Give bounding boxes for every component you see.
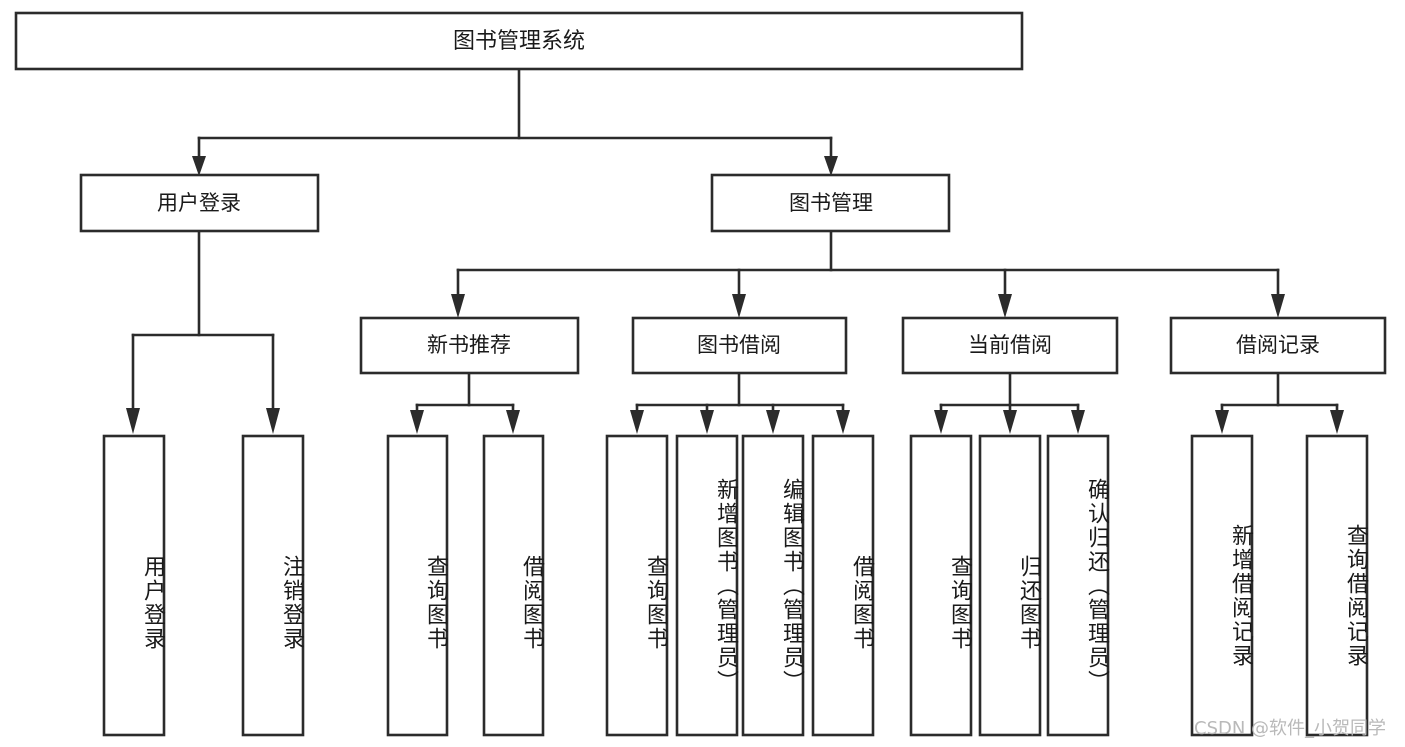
- arrowhead-leaf-return-book: [1003, 410, 1017, 434]
- node-user-login-label: 用户登录: [157, 191, 241, 215]
- arrowhead-leaf-user-login: [126, 408, 140, 434]
- node-new-book-recommend-box[interactable]: [359, 316, 580, 375]
- arrowhead-leaf-borrow-book-1: [506, 410, 520, 434]
- arrowhead-leaf-query-book-3: [934, 410, 948, 434]
- node-leaf-confirm-return-box[interactable]: [1046, 434, 1110, 737]
- node-leaf-add-record-box[interactable]: [1190, 434, 1254, 737]
- arrowhead-current-borrow: [998, 294, 1012, 318]
- node-root-box[interactable]: [14, 11, 1024, 71]
- node-user-login[interactable]: 用户登录: [79, 173, 320, 233]
- node-leaf-query-book-2-box[interactable]: [605, 434, 669, 737]
- node-new-book-recommend-label: 新书推荐: [427, 333, 511, 357]
- arrowhead-leaf-logout: [266, 408, 280, 434]
- connectors-group: [126, 67, 1344, 434]
- node-root[interactable]: 图书管理系统: [14, 11, 1024, 71]
- node-new-book-recommend[interactable]: 新书推荐: [359, 316, 580, 375]
- node-leaf-edit-book-box[interactable]: [741, 434, 805, 737]
- node-borrow-record-label: 借阅记录: [1236, 333, 1320, 357]
- node-book-manage-box[interactable]: [710, 173, 951, 233]
- node-leaf-return-book-box[interactable]: [978, 434, 1042, 737]
- arrowhead-borrow-record: [1271, 294, 1285, 318]
- node-leaf-query-record-box[interactable]: [1305, 434, 1369, 737]
- arrowhead-user-login: [192, 156, 206, 176]
- arrowhead-leaf-confirm-return: [1071, 410, 1085, 434]
- node-borrow-record-box[interactable]: [1169, 316, 1387, 375]
- node-leaf-borrow-book-2-box[interactable]: [811, 434, 875, 737]
- node-book-borrow-box[interactable]: [631, 316, 848, 375]
- arrowhead-new-book-recommend: [451, 294, 465, 318]
- arrowhead-leaf-query-book-1: [410, 410, 424, 434]
- arrowhead-leaf-add-book: [700, 410, 714, 434]
- csdn-watermark: CSDN @软件_小贺同学: [1194, 718, 1387, 739]
- arrowhead-book-borrow: [732, 294, 746, 318]
- arrowhead-leaf-add-record: [1215, 410, 1229, 434]
- arrowhead-leaf-borrow-book-2: [836, 410, 850, 434]
- node-leaf-user-login-box[interactable]: [102, 434, 166, 737]
- arrowhead-leaf-query-record: [1330, 410, 1344, 434]
- arrowhead-leaf-query-book-2: [630, 410, 644, 434]
- node-user-login-box[interactable]: [79, 173, 320, 233]
- node-current-borrow-label: 当前借阅: [968, 333, 1052, 357]
- node-borrow-record[interactable]: 借阅记录: [1169, 316, 1387, 375]
- node-book-borrow-label: 图书借阅: [697, 333, 781, 357]
- node-book-manage-label: 图书管理: [789, 191, 873, 215]
- node-current-borrow[interactable]: 当前借阅: [901, 316, 1119, 375]
- node-root-label: 图书管理系统: [453, 29, 585, 54]
- node-leaf-logout-box[interactable]: [241, 434, 305, 737]
- node-leaf-add-book-box[interactable]: [675, 434, 739, 737]
- node-leaf-query-book-3-box[interactable]: [909, 434, 973, 737]
- node-leaf-query-book-1-box[interactable]: [386, 434, 449, 737]
- node-current-borrow-box[interactable]: [901, 316, 1119, 375]
- arrowhead-leaf-edit-book: [766, 410, 780, 434]
- arrowhead-book-manage: [824, 156, 838, 176]
- node-book-manage[interactable]: 图书管理: [710, 173, 951, 233]
- node-leaf-borrow-book-1-box[interactable]: [482, 434, 545, 737]
- node-book-borrow[interactable]: 图书借阅: [631, 316, 848, 375]
